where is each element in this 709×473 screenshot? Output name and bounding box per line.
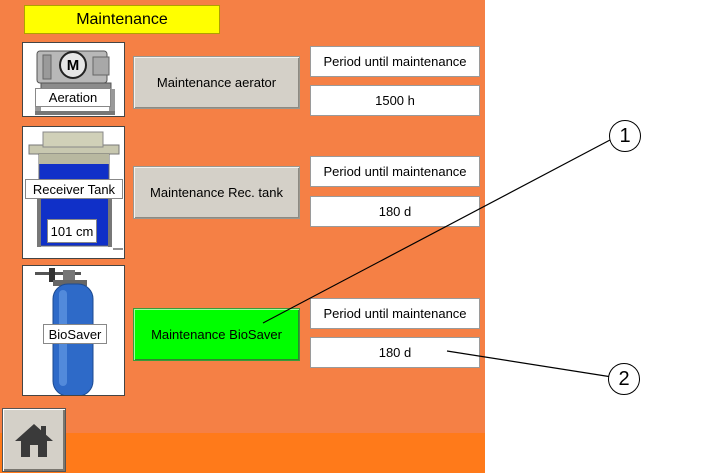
callout-2: 2 — [608, 363, 640, 395]
biosaver-period-value[interactable]: 180 d — [310, 337, 480, 368]
maintenance-biosaver-button[interactable]: Maintenance BioSaver — [133, 308, 300, 361]
biosaver-equipment-image: BioSaver — [22, 265, 125, 396]
aeration-label: Aeration — [35, 88, 111, 107]
receiver-tank-label: Receiver Tank — [25, 179, 123, 199]
maintenance-aerator-button[interactable]: Maintenance aerator — [133, 56, 300, 109]
biosaver-period-label: Period until maintenance — [310, 298, 480, 329]
home-icon — [15, 424, 53, 457]
rec-tank-period-value[interactable]: 180 d — [310, 196, 480, 227]
home-button[interactable] — [2, 408, 66, 472]
callout-1: 1 — [609, 120, 641, 152]
biosaver-label: BioSaver — [43, 324, 107, 344]
maintenance-rec-tank-button[interactable]: Maintenance Rec. tank — [133, 166, 300, 219]
aerator-period-value[interactable]: 1500 h — [310, 85, 480, 116]
aeration-equipment-image: M Aeration — [22, 42, 125, 117]
receiver-tank-level: 101 cm — [47, 219, 97, 243]
aerator-period-label: Period until maintenance — [310, 46, 480, 77]
motor-symbol: M — [66, 56, 80, 74]
page-title: Maintenance — [24, 5, 220, 34]
rec-tank-period-label: Period until maintenance — [310, 156, 480, 187]
bottom-bar — [0, 433, 485, 473]
receiver-tank-equipment-image: Receiver Tank 101 cm — [22, 126, 125, 259]
